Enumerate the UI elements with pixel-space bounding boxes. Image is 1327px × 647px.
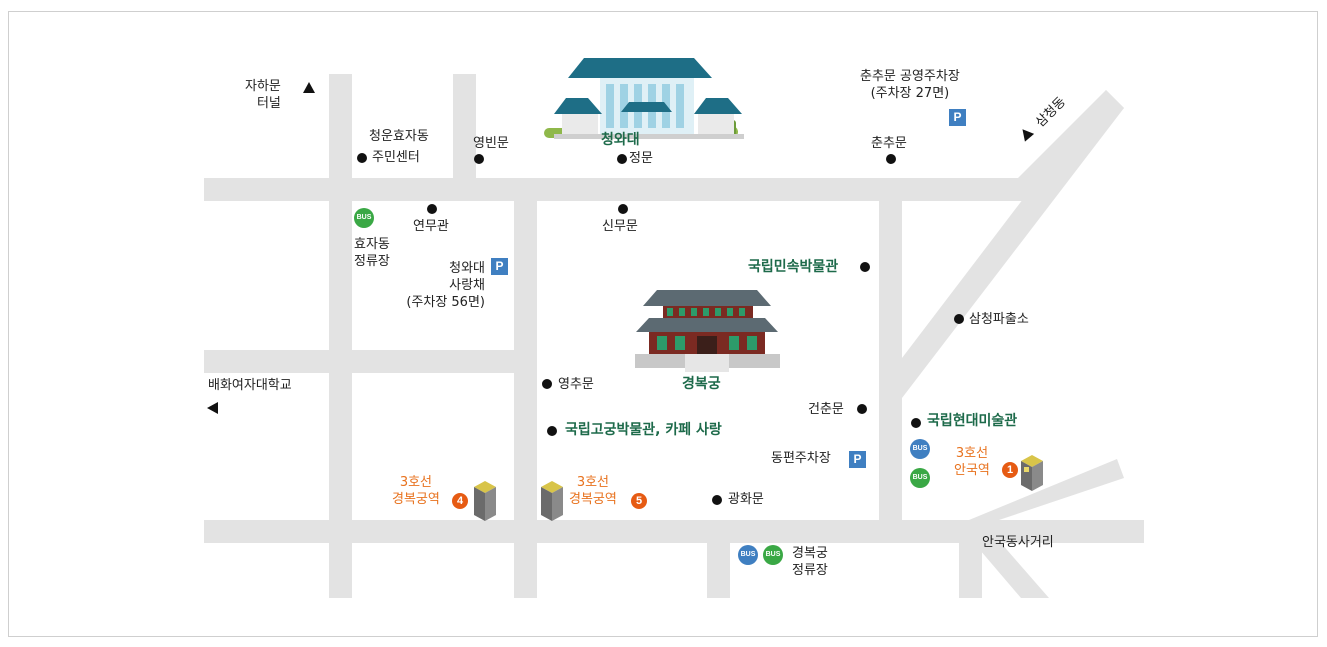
marker-dot: [911, 418, 921, 428]
bus-icon: BUS: [763, 545, 783, 565]
parking-icon: P: [849, 451, 866, 468]
label-cheongwadae: 청와대: [601, 132, 640, 148]
bus-icon: BUS: [354, 208, 374, 228]
marker-dot: [357, 153, 367, 163]
marker-dot: [954, 314, 964, 324]
road-gwanghwamun-south: [707, 543, 730, 598]
road-west-vertical: [329, 74, 352, 598]
road-west-middle: [204, 350, 524, 373]
cheongwadae-illustration: [544, 58, 744, 139]
marker-dot: [860, 262, 870, 272]
road-south-horizontal: [204, 520, 1144, 543]
label-chunchumun-parking: 춘추문 공영주차장(주차장 27면): [860, 69, 960, 101]
road-samcheong-link: [1018, 90, 1124, 201]
marker-dot: [617, 154, 627, 164]
label-sinmumun: 신무문: [602, 219, 638, 234]
road-anguk-east: [969, 459, 1124, 520]
road-network: [204, 74, 1144, 598]
label-anguk-intersection: 안국동사거리: [982, 535, 1054, 550]
label-cheongun-center: 청운효자동: [369, 129, 429, 144]
road-palace-west: [514, 201, 537, 598]
marker-dot: [712, 495, 722, 505]
exit-number-icon: 1: [1002, 462, 1018, 478]
exit-number-icon: 4: [452, 493, 468, 509]
road-anguk-southeast: [974, 543, 1049, 598]
label-yeonmugwan: 연무관: [413, 219, 449, 234]
marker-dot: [427, 204, 437, 214]
bus-icon: BUS: [910, 468, 930, 488]
road-yeongbinmun: [453, 74, 476, 201]
label-geonchunmun: 건춘문: [808, 402, 844, 417]
marker-dot: [547, 426, 557, 436]
road-palace-east: [879, 201, 902, 520]
label-yeongbinmun: 영빈문: [473, 136, 509, 151]
marker-dot: [618, 204, 628, 214]
label-chunchumun: 춘추문: [871, 136, 907, 151]
marker-dot: [886, 154, 896, 164]
label-folk-museum: 국립민속박물관: [748, 259, 839, 275]
bus-icon: BUS: [910, 439, 930, 459]
subway-exit-icon: [1021, 455, 1043, 491]
label-cheongun-center-2: 주민센터: [372, 150, 420, 165]
label-jeongmun: 정문: [629, 151, 653, 166]
gyeongbokgung-illustration: [635, 290, 780, 372]
label-east-parking: 동편주차장: [771, 451, 831, 466]
marker-dot: [474, 154, 484, 164]
label-gwanghwamun: 광화문: [728, 492, 764, 507]
parking-icon: P: [949, 109, 966, 126]
subway-exit-icon: [541, 481, 563, 521]
label-samcheong-police: 삼청파출소: [969, 312, 1029, 327]
bus-icon: BUS: [738, 545, 758, 565]
subway-exit-icon: [474, 481, 496, 521]
label-mmca: 국립현대미술관: [927, 413, 1018, 429]
road-north-horizontal: [204, 178, 1039, 201]
label-palace-museum: 국립고궁박물관, 카페 사랑: [565, 422, 722, 438]
label-gyeongbokgung: 경복궁: [682, 376, 721, 392]
direction-left-icon: [207, 402, 218, 414]
parking-icon: P: [491, 258, 508, 275]
marker-dot: [857, 404, 867, 414]
label-ewha-univ: 배화여자대학교: [208, 378, 292, 393]
label-yeongchumun: 영추문: [558, 377, 594, 392]
direction-up-icon: [303, 82, 315, 93]
exit-number-icon: 5: [631, 493, 647, 509]
marker-dot: [542, 379, 552, 389]
road-anguk-south: [959, 543, 982, 598]
